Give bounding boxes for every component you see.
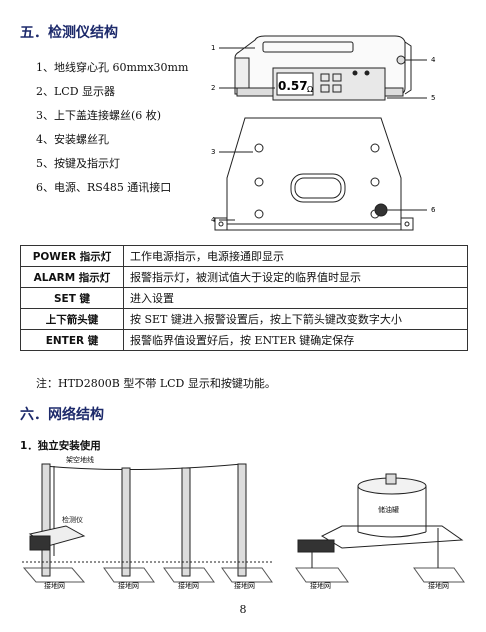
table-row: 上下箭头键按 SET 键进入报警设置后，按上下箭头键改变数字大小 [20, 308, 468, 330]
callout-label: 5 [431, 94, 435, 102]
ground-net-label: 接地网 [118, 581, 139, 590]
table-row: POWER 指示灯工作电源指示，电源接通即显示 [20, 245, 468, 267]
callout-label: 6 [431, 206, 436, 214]
table-row: ALARM 指示灯报警指示灯，被测试值大于设定的临界值时显示 [20, 266, 468, 288]
table-row: SET 键进入设置 [20, 287, 468, 309]
overhead-wire-label: 架空地线 [66, 456, 94, 464]
callout-label: 4 [211, 216, 216, 224]
list-item: 4、安装螺丝孔 [36, 133, 109, 146]
table-row: ENTER 键报警临界值设置好后，按 ENTER 键确定保存 [20, 329, 468, 351]
component-list: 1、地线穿心孔 60mmx30mm 2、LCD 显示器 3、上下盖连接螺丝(6 … [36, 56, 188, 200]
device-structure-figure: 0.57 Ω 1 2 3 4 4 5 6 [211, 35, 436, 231]
ground-net-label: 接地网 [178, 581, 199, 590]
note-text: 注：HTD2800B 型不带 LCD 显示和按键功能。 [36, 377, 276, 390]
callout-label: 4 [431, 56, 436, 64]
instrument-label: 检测仪 [62, 515, 83, 524]
indicator-key-table: POWER 指示灯工作电源指示，电源接通即显示 ALARM 指示灯报警指示灯，被… [20, 245, 468, 351]
list-item: 1、地线穿心孔 60mmx30mm [36, 61, 189, 74]
callout-label: 3 [211, 148, 215, 156]
page-number: 8 [239, 603, 247, 616]
callout-label: 2 [211, 84, 215, 92]
section-6-title: 六．网络结构 [20, 407, 104, 423]
callout-label: 1 [211, 44, 215, 52]
ground-net-label: 接地网 [44, 581, 65, 590]
network-diagram: 架空地线 检测仪 储油罐 接地网 接地网 接地网 接地网 接地网 接地网 [22, 456, 465, 590]
ground-net-label: 接地网 [234, 581, 255, 590]
lcd-reading: 0.57 [278, 79, 308, 93]
list-item: 2、LCD 显示器 [36, 85, 116, 98]
list-item: 5、按键及指示灯 [36, 157, 120, 170]
list-item: 3、上下盖连接螺丝(6 枚) [36, 109, 162, 122]
section-6-subtitle: 1．独立安装使用 [20, 440, 101, 452]
ground-net-label: 接地网 [310, 581, 331, 590]
lcd-unit: Ω [307, 85, 313, 94]
section-5-title: 五．检测仪结构 [20, 25, 118, 41]
tank-label: 储油罐 [378, 505, 399, 514]
list-item: 6、电源、RS485 通讯接口 [36, 181, 172, 194]
ground-net-label: 接地网 [428, 581, 449, 590]
